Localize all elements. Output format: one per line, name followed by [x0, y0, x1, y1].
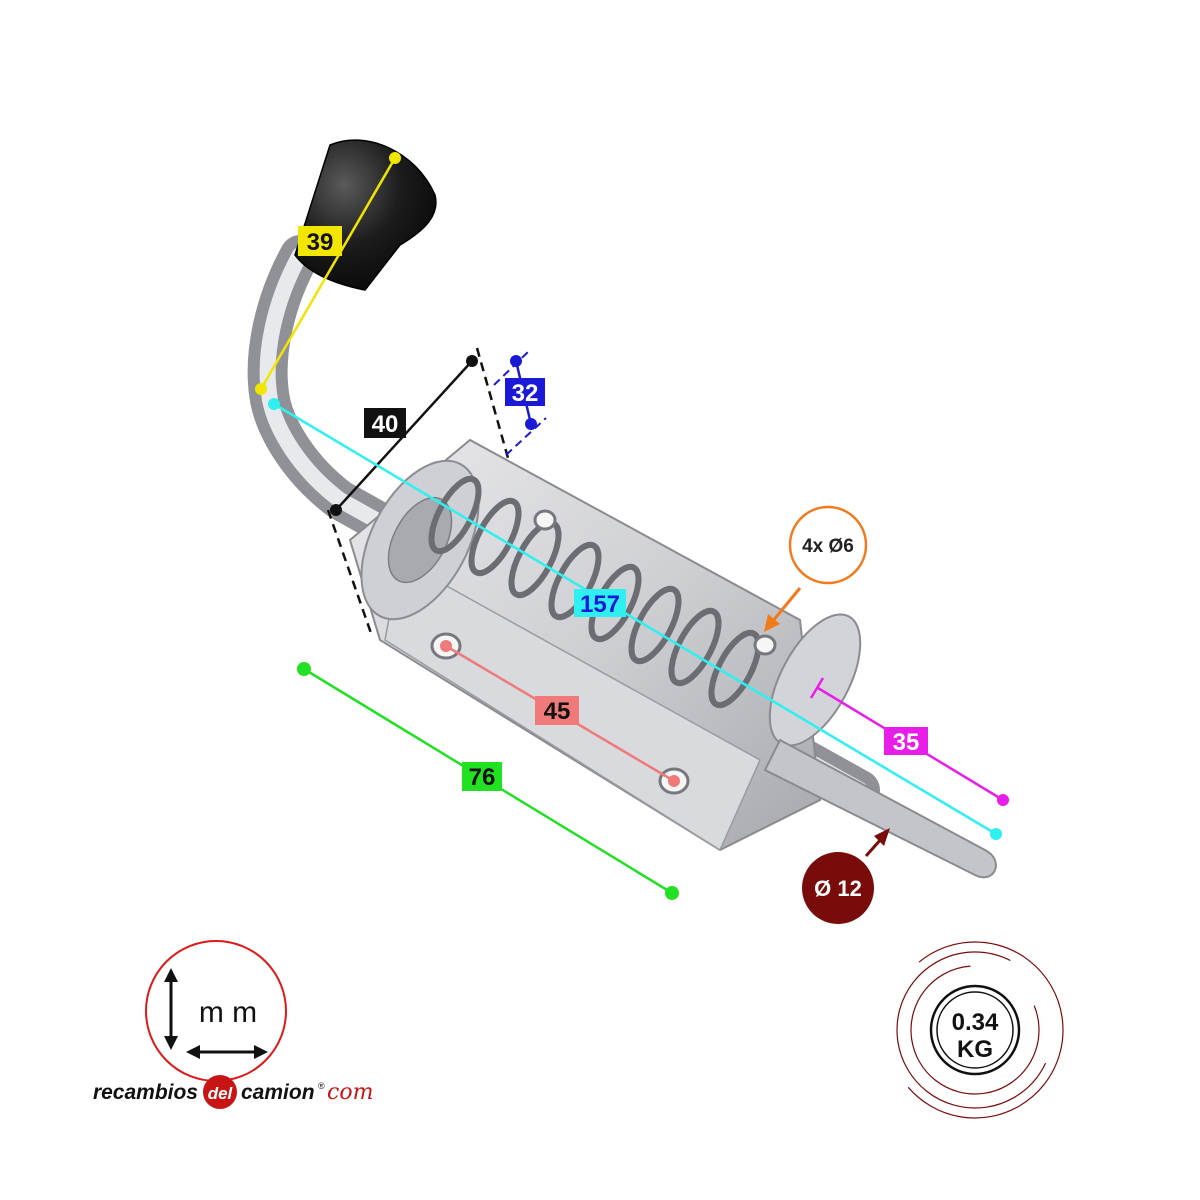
- label-knob-length: 39: [307, 229, 334, 256]
- arrow-head-left: [186, 1045, 200, 1059]
- arrow-head-down: [164, 1036, 178, 1050]
- label-flange-height: 32: [512, 380, 539, 407]
- callout-holes: 4x Ø6: [764, 505, 868, 632]
- weight-value: 0.34: [952, 1009, 999, 1036]
- label-plate-depth: 40: [372, 411, 399, 438]
- brand-left: recambios: [93, 1081, 198, 1104]
- mounting-hole: [753, 634, 777, 656]
- units-text: m m: [199, 996, 257, 1029]
- mounting-hole: [533, 509, 557, 531]
- label-total-length: 157: [580, 591, 620, 618]
- units-badge: m m: [145, 940, 287, 1082]
- dim-knob-length: 39: [255, 152, 401, 395]
- dim-body-length: 76: [297, 662, 679, 900]
- label-pin-diameter: Ø 12: [814, 876, 862, 901]
- weight-badge: 0.34 KG: [886, 941, 1064, 1119]
- brand-ball-icon: [203, 1075, 237, 1109]
- callout-pin-diameter: Ø 12: [802, 828, 890, 924]
- brand-logo: recambios del camion ® com: [93, 1075, 373, 1109]
- dim-pin-protrusion: 35: [809, 677, 1009, 806]
- rubber-knob: [294, 139, 437, 291]
- brand-right: camion: [241, 1081, 315, 1104]
- weight-ring-mid: [910, 965, 1040, 1095]
- dim-plate-depth: 40: [326, 347, 510, 637]
- label-pin-protrusion: 35: [893, 729, 920, 756]
- dim-total-length: 157: [268, 398, 1002, 840]
- spring-latch-illustration: [247, 139, 997, 879]
- weight-ring-outer: [886, 941, 1064, 1119]
- label-holes: 4x Ø6: [802, 536, 854, 557]
- label-body-length: 76: [469, 764, 496, 791]
- weight-ring-outer-2: [896, 951, 1054, 1109]
- arrow-head-up: [164, 968, 178, 982]
- brand-middle: del: [208, 1084, 234, 1103]
- dim-hole-spacing: 45: [440, 640, 680, 787]
- arrow-head-right: [254, 1045, 268, 1059]
- weight-ring-inner-2: [936, 991, 1014, 1069]
- brand-suffix: com: [327, 1080, 373, 1105]
- weight-ring-inner: [929, 984, 1021, 1076]
- brand-mark: ®: [318, 1081, 325, 1091]
- dim-flange-height: 32: [493, 351, 547, 456]
- label-hole-spacing: 45: [544, 698, 571, 725]
- weight-unit: KG: [957, 1036, 993, 1063]
- pin-tip: [763, 738, 997, 879]
